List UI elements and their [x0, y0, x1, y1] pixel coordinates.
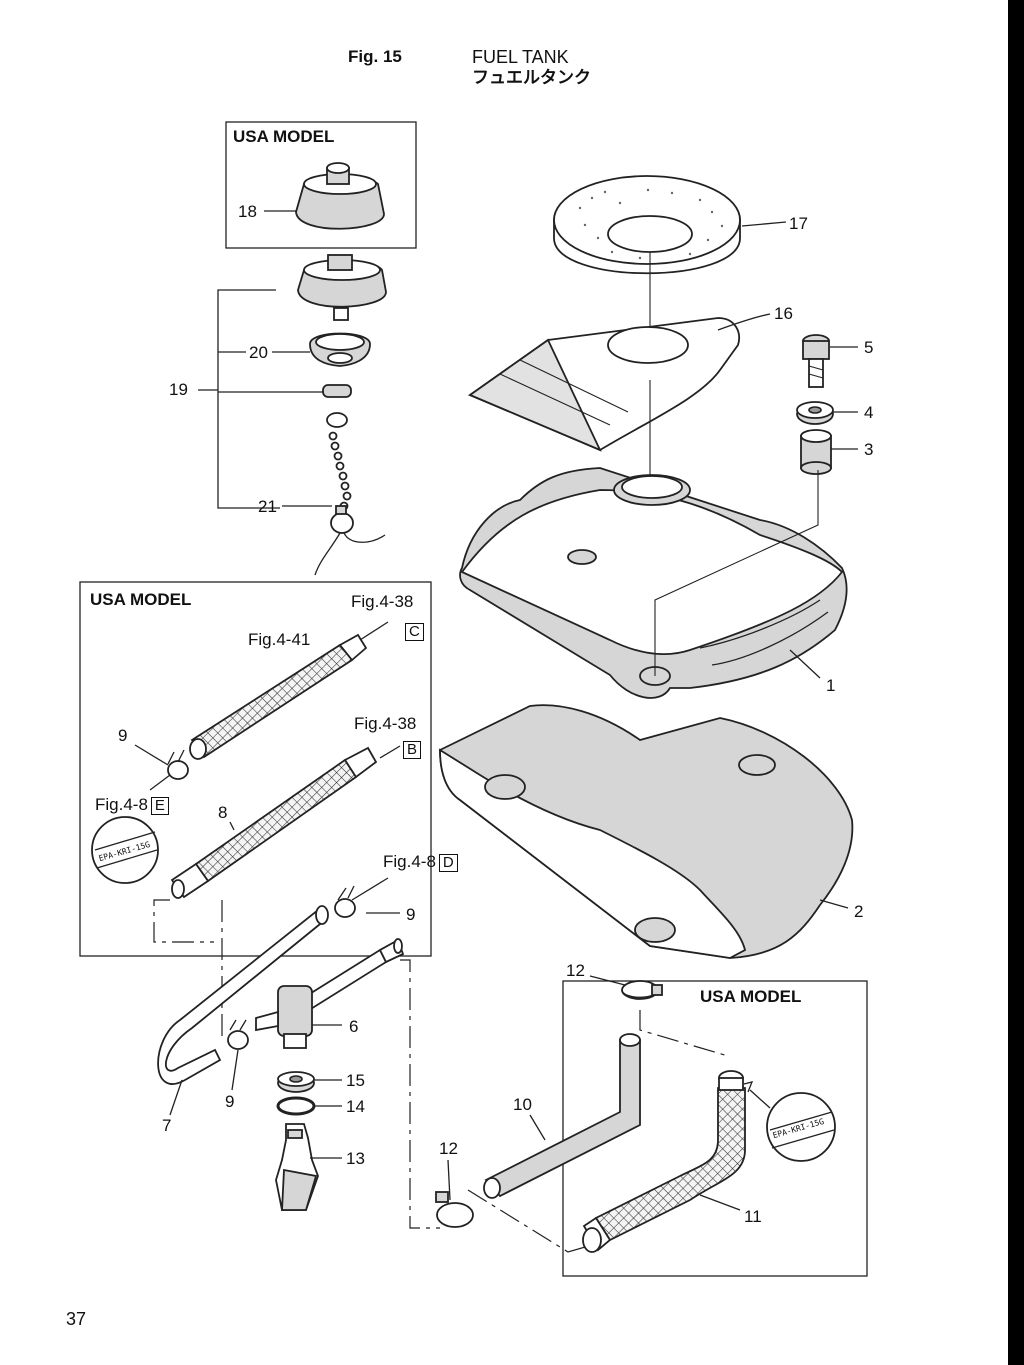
usa-model-hose-frame	[79, 581, 432, 957]
usa-model-label-cap: USA MODEL	[233, 127, 335, 146]
figure-title-en: FUEL TANK	[472, 47, 569, 67]
callout-11: 11	[744, 1207, 762, 1226]
epa-stamp-hose-11	[766, 1092, 836, 1162]
ref-fig-4-38-b-box: B	[400, 739, 422, 759]
ref-fig-4-8-d-text: Fig.4-8	[383, 852, 436, 871]
part-19-fuel-cap-assembly	[297, 254, 387, 321]
callout-19: 19	[169, 380, 188, 399]
callout-9-lower: 9	[225, 1092, 235, 1111]
part-12-clamp-lower	[435, 1191, 474, 1228]
part-9-clamp-upper	[167, 749, 189, 780]
callout-9-right: 9	[406, 905, 416, 924]
part-10-hose	[483, 1033, 641, 1199]
callout-13: 13	[346, 1149, 365, 1168]
part-8-fuel-hose	[170, 746, 378, 899]
callout-5: 5	[864, 338, 874, 357]
callout-7: 7	[162, 1116, 172, 1135]
page-number: 37	[66, 1309, 87, 1329]
part-3-collar	[800, 429, 832, 475]
scrollbar[interactable]	[1008, 0, 1024, 1365]
callout-12-lower: 12	[439, 1139, 458, 1158]
callout-20: 20	[249, 343, 268, 362]
ref-fig-4-38-c: Fig.4-38	[351, 592, 413, 612]
callout-3: 3	[864, 440, 874, 459]
part-4-washer	[796, 401, 834, 425]
figure-title-jp: フュエルタンク	[472, 68, 591, 87]
part-9-clamp-right	[334, 885, 356, 918]
callout-18: 18	[238, 202, 257, 221]
callout-14: 14	[346, 1097, 365, 1116]
callout-21: 21	[258, 497, 277, 516]
callout-10: 10	[513, 1095, 532, 1114]
usa-model-cap-frame	[225, 121, 417, 249]
part-11-mesh-hose	[582, 1070, 746, 1253]
callout-16: 16	[774, 304, 793, 323]
callout-17: 17	[789, 214, 808, 233]
ref-fig-4-41: Fig.4-41	[248, 630, 311, 649]
part-6-fuel-cock	[255, 938, 405, 1049]
part-2-tank-cover	[439, 704, 854, 959]
ref-fig-4-8-e-text: Fig.4-8	[95, 795, 148, 814]
callout-2: 2	[854, 902, 864, 921]
part-12-clamp-upper	[621, 980, 663, 1000]
part-20-cap-gasket	[309, 332, 371, 367]
ref-letter-d: D	[438, 854, 458, 872]
ref-fig-4-38-c-box: C	[402, 621, 424, 641]
callout-15: 15	[346, 1071, 365, 1090]
callout-6: 6	[349, 1017, 359, 1036]
part-18-usa-fuel-cap	[295, 162, 385, 230]
usa-model-label-hose: USA MODEL	[90, 590, 192, 609]
ref-letter-b: B	[403, 741, 422, 759]
part-13-strainer	[275, 1123, 319, 1211]
usa-model-label-breather: USA MODEL	[700, 987, 802, 1006]
part-9-clamp-lower	[227, 1019, 249, 1050]
ref-fig-4-38-b-text: Fig.4-38	[354, 714, 417, 733]
ref-fig-4-38-c-text: Fig.4-38	[351, 592, 414, 611]
part-5-screw	[802, 334, 830, 388]
part-16-insulator-sheet	[468, 317, 740, 452]
part-21-retainer-strap	[314, 384, 386, 576]
ref-letter-c: C	[405, 623, 424, 641]
callout-8: 8	[218, 803, 228, 822]
callout-9-upper: 9	[118, 726, 128, 745]
epa-stamp-hose-8	[91, 816, 159, 884]
part-fig-4-41-mesh-hose	[189, 633, 368, 760]
part-7-fuel-hose	[157, 905, 329, 1085]
ref-fig-4-38-b: Fig.4-38	[354, 714, 416, 734]
callout-4: 4	[864, 403, 874, 422]
part-17-cushion-pad	[553, 175, 741, 275]
figure-number: Fig. 15	[348, 47, 402, 66]
part-14-o-ring	[276, 1096, 316, 1116]
part-1-fuel-tank	[459, 467, 848, 699]
ref-letter-e: E	[150, 797, 169, 815]
usa-model-breather-frame	[562, 980, 868, 1277]
callout-1: 1	[826, 676, 836, 695]
callout-12-upper: 12	[566, 961, 585, 980]
part-15-washer	[277, 1071, 315, 1093]
